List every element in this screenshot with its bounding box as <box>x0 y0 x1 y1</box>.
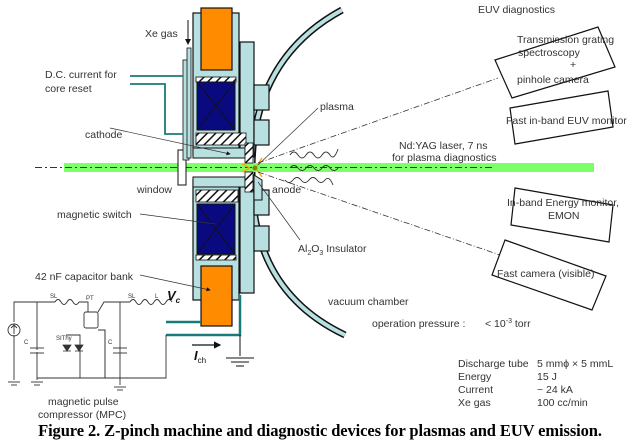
mpc-circuit <box>13 299 173 385</box>
circuit-c0: C <box>24 340 29 346</box>
magnetic-switch-label: magnetic switch <box>57 209 132 221</box>
spec-name: Discharge tube <box>458 358 529 370</box>
gas-tube-inner <box>186 47 192 159</box>
diagnostic-box-tgs <box>494 26 616 99</box>
mpc-label-line2: compressor (MPC) <box>38 409 126 421</box>
dc-current-label-line1: D.C. current for <box>45 69 117 81</box>
insulator-lower-top <box>195 189 239 203</box>
dc-current-label-line2: core reset <box>45 83 92 95</box>
ground-icon-main <box>226 357 254 367</box>
diag-tgs-line2: spectroscopy <box>518 47 581 59</box>
circuit-c1: C <box>108 340 113 346</box>
diag-tgs-line4: pinhole camera <box>517 74 589 86</box>
magnetic-switch-pointer <box>139 213 216 225</box>
euv-diagnostics-title: EUV diagnostics <box>478 4 555 16</box>
window-label: window <box>136 184 172 196</box>
circuit-pt: PT <box>86 296 94 302</box>
anode-label: anode <box>272 184 301 196</box>
figure-caption: Figure 2. Z-pinch machine and diagnostic… <box>38 421 602 440</box>
ground-icons-circuit <box>8 381 126 391</box>
euv-emission-waves <box>284 148 339 186</box>
circuit-l1: L <box>155 294 159 300</box>
circuit-sl0: SL <box>50 294 58 300</box>
insulator-upper-bottom <box>195 132 247 146</box>
plasma-label: plasma <box>320 101 354 113</box>
spec-name: Xe gas <box>458 397 491 409</box>
cathode-body <box>192 147 246 159</box>
insulator-upper-top <box>195 76 237 83</box>
capacitor-pointer <box>139 274 211 292</box>
cathode-pointer <box>109 127 231 156</box>
spec-value: ~ 24 kA <box>537 384 573 396</box>
spec-value: 15 J <box>537 371 557 383</box>
diag-fast-camera-label: Fast camera (visible) <box>497 268 594 280</box>
diagnostic-box-emon <box>510 187 614 243</box>
insulator-lower-bottom <box>195 254 237 261</box>
spec-value: 100 cc/min <box>537 397 588 409</box>
mpc-label-line1: magnetic pulse <box>48 396 119 408</box>
diag-tgs-line3: + <box>570 59 576 71</box>
xe-gas-label: Xe gas <box>145 28 178 40</box>
spec-value: 5 mmϕ × 5 mmL <box>537 358 613 370</box>
sithy-diode-icon <box>62 344 84 352</box>
diagnostic-box-euv-monitor <box>509 90 614 145</box>
magnetic-switch-core-lower <box>196 203 236 255</box>
anode-body <box>192 176 246 188</box>
electrode-hatch-lower <box>244 171 254 193</box>
magnetic-switch-core-upper <box>196 81 236 131</box>
ich-label: Ich <box>194 348 206 365</box>
cathode-label: cathode <box>85 129 123 141</box>
capacitor-upper <box>200 7 233 71</box>
circuit-sithy: SIThy <box>56 336 72 342</box>
vc-label: Vc <box>167 288 181 305</box>
operation-pressure-value: < 10-3 torr <box>485 318 531 330</box>
dc-current-leads <box>130 75 183 135</box>
plasma-pointer <box>257 107 319 166</box>
electrode-hatch-upper <box>244 142 254 164</box>
capacitor-lower <box>200 265 233 327</box>
diag-emon-line1: In-band Energy monitor, <box>507 197 619 209</box>
spec-name: Current <box>458 384 493 396</box>
operation-pressure-label: operation pressure : <box>372 318 465 330</box>
circuit-sl1: SL <box>128 294 136 300</box>
laser-label-line1: Nd:YAG laser, 7 ns <box>399 140 488 152</box>
diag-emon-line2: EMON <box>548 210 580 222</box>
diagnostic-box-fast-camera <box>491 239 607 311</box>
insulator-label: Al2O3 Insulator <box>298 243 367 257</box>
current-source-icon <box>7 323 21 337</box>
window <box>177 149 187 186</box>
diag-tgs-line1: Transmission grating <box>517 34 614 46</box>
diagnostic-lines <box>257 77 501 256</box>
insulator-pointer <box>257 181 301 241</box>
anode-tip <box>253 174 263 201</box>
spec-name: Energy <box>458 371 492 383</box>
vacuum-chamber-label: vacuum chamber <box>328 296 409 308</box>
laser-label-line2: for plasma diagnostics <box>392 152 496 164</box>
capacitor-bank-label: 42 nF capacitor bank <box>35 271 134 283</box>
diag-euv-monitor-label: Fast in-band EUV monitor <box>506 115 627 127</box>
specs-table: Discharge tube 5 mmϕ × 5 mmL Energy 15 J… <box>458 358 613 409</box>
vacuum-chamber <box>248 6 347 339</box>
plasma-spark-icon <box>241 157 263 178</box>
